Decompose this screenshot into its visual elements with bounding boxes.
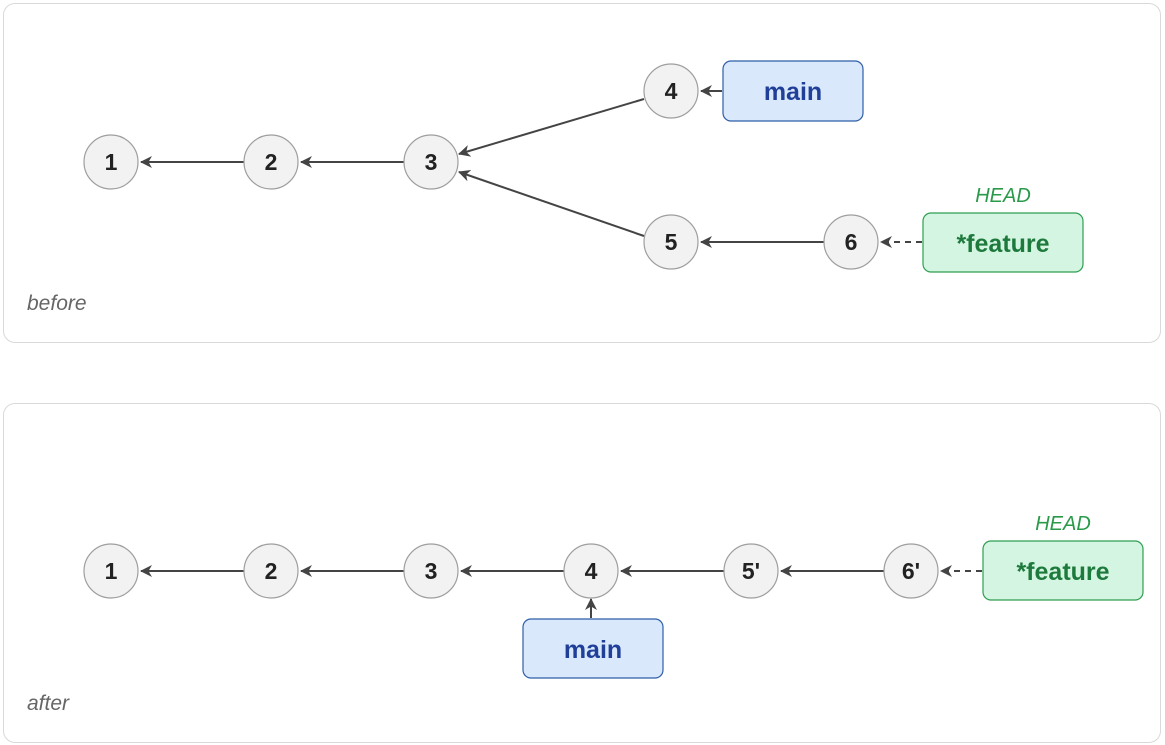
commit-label: 5': [742, 558, 760, 584]
main-branch-text: main: [564, 636, 622, 664]
commit-node[interactable]: 6: [823, 214, 879, 270]
after-panel: 1 2 3 4 5' 6' main HEAD *feat: [3, 403, 1161, 743]
before-panel: 1 2 3 4 5 6 main HEAD *featur: [3, 3, 1161, 343]
feature-branch-text: *feature: [956, 230, 1049, 258]
commit-label: 3: [425, 558, 438, 584]
commit-node[interactable]: 3: [403, 543, 459, 599]
commit-node[interactable]: 4: [643, 63, 699, 119]
commit-label: 2: [265, 149, 278, 175]
panel-caption: after: [27, 692, 70, 715]
commit-node[interactable]: 6': [883, 543, 939, 599]
commit-node[interactable]: 2: [243, 543, 299, 599]
commit-node[interactable]: 3: [403, 134, 459, 190]
commit-label: 4: [665, 78, 678, 104]
before-graph: 1 2 3 4 5 6 main HEAD *featur: [83, 60, 1084, 273]
commit-label: 2: [265, 558, 278, 584]
panel-caption: before: [27, 292, 87, 315]
commit-label: 6: [845, 229, 858, 255]
feature-branch-label[interactable]: *feature: [922, 212, 1084, 273]
commit-node[interactable]: 4: [563, 543, 619, 599]
commit-label: 5: [665, 229, 678, 255]
commit-node[interactable]: 2: [243, 134, 299, 190]
commit-label: 4: [585, 558, 598, 584]
feature-branch-label[interactable]: *feature: [982, 540, 1144, 601]
commit-label: 1: [105, 558, 118, 584]
feature-branch-text: *feature: [1016, 558, 1109, 586]
head-label: HEAD: [1035, 513, 1091, 535]
edge-5-to-3: [458, 169, 645, 237]
commit-label: 1: [105, 149, 118, 175]
main-branch-label[interactable]: main: [522, 618, 664, 679]
commit-node[interactable]: 5': [723, 543, 779, 599]
commit-label: 6': [902, 558, 920, 584]
commit-node[interactable]: 1: [83, 543, 139, 599]
main-branch-text: main: [764, 78, 822, 106]
commit-node[interactable]: 1: [83, 134, 139, 190]
head-label: HEAD: [975, 185, 1031, 207]
commit-label: 3: [425, 149, 438, 175]
edge-4-to-3: [458, 98, 645, 157]
commit-node[interactable]: 5: [643, 214, 699, 270]
main-branch-label[interactable]: main: [722, 60, 864, 122]
after-graph: 1 2 3 4 5' 6' main HEAD *feat: [83, 513, 1144, 679]
